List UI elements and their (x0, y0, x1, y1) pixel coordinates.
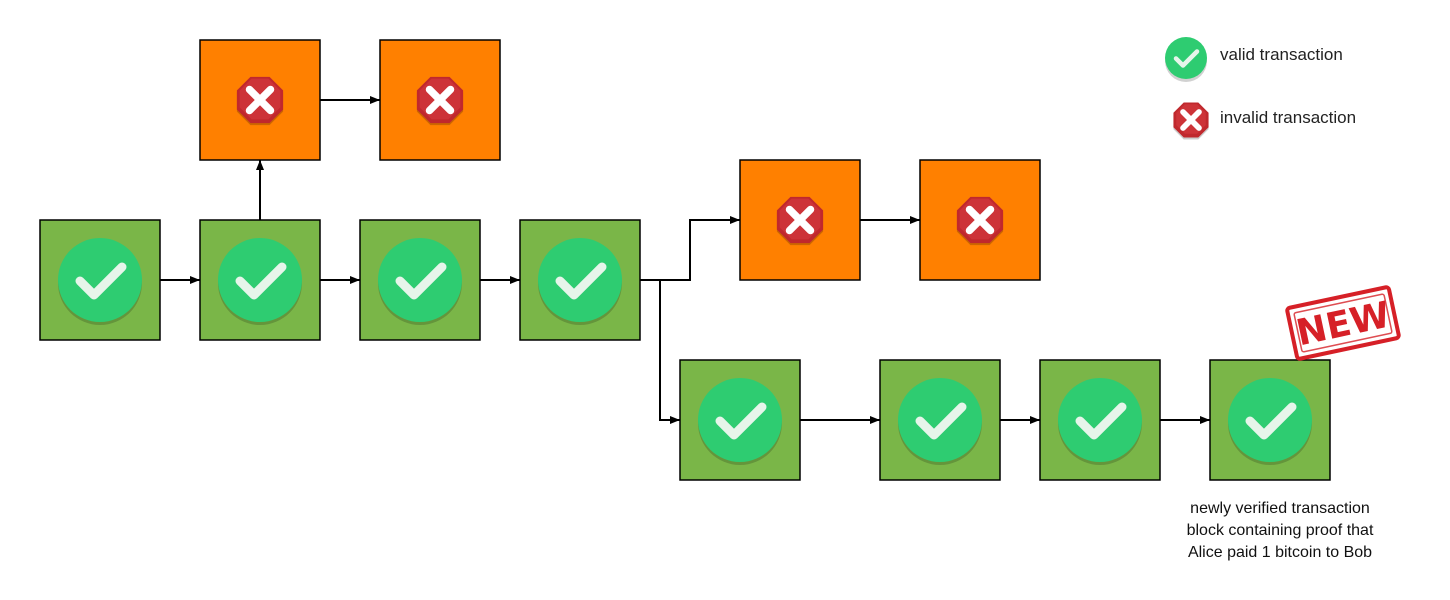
x-octagon-icon (236, 76, 284, 126)
valid-block (359, 219, 481, 341)
invalid-block (379, 39, 501, 161)
check-circle-icon (1228, 378, 1312, 465)
connections (160, 96, 1210, 424)
valid-block (679, 359, 801, 481)
legend-valid-label: valid transaction (1220, 45, 1343, 64)
valid-block (1209, 359, 1331, 481)
check-circle-icon (698, 378, 782, 465)
caption-line: newly verified transaction (1190, 500, 1370, 517)
valid-block (1039, 359, 1161, 481)
check-circle-icon (538, 238, 622, 325)
check-circle-icon (1058, 378, 1142, 465)
legend-valid-icon (1165, 37, 1207, 82)
invalid-block (739, 159, 861, 281)
new-block-caption: newly verified transaction block contain… (1160, 498, 1400, 564)
check-circle-icon (58, 238, 142, 325)
valid-block (879, 359, 1001, 481)
check-circle-icon (378, 238, 462, 325)
blocks (39, 39, 1331, 481)
check-circle-icon (898, 378, 982, 465)
legend-invalid-label: invalid transaction (1220, 108, 1357, 127)
x-octagon-icon (1173, 102, 1209, 140)
connector-arrow (640, 279, 680, 424)
invalid-block (919, 159, 1041, 281)
valid-block (519, 219, 641, 341)
x-octagon-icon (776, 196, 824, 246)
new-stamp: NEW (1285, 285, 1401, 361)
invalid-block (199, 39, 321, 161)
check-circle-icon (1165, 37, 1207, 82)
valid-block (199, 219, 321, 341)
connector-arrow (640, 216, 740, 281)
valid-block (39, 219, 161, 341)
legend-invalid-icon (1173, 102, 1209, 140)
x-octagon-icon (956, 196, 1004, 246)
x-octagon-icon (416, 76, 464, 126)
check-circle-icon (218, 238, 302, 325)
caption-line: block containing proof that (1186, 522, 1374, 539)
caption-line: Alice paid 1 bitcoin to Bob (1187, 544, 1373, 561)
